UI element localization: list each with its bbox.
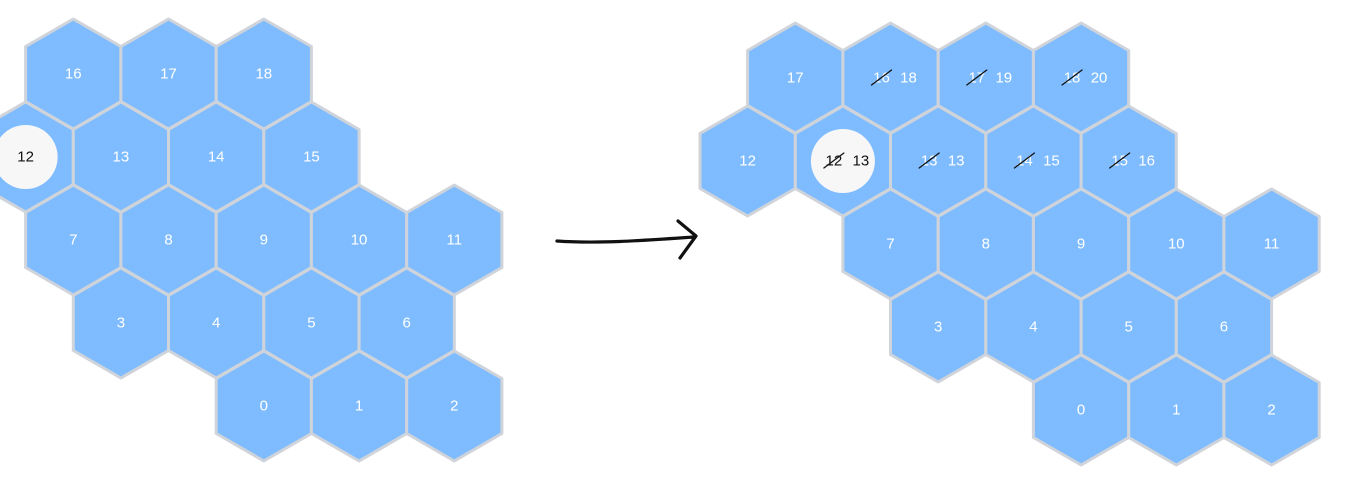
new-cell-label: 18: [900, 70, 917, 87]
cell-label: 2: [1267, 402, 1275, 419]
strikethrough-mark: [870, 69, 893, 86]
cell-label: 10: [1168, 236, 1185, 253]
selected-marker: [810, 129, 875, 193]
cell-label: 16: [65, 66, 82, 83]
cell-label: 18: [255, 66, 272, 83]
cell-label: 9: [1077, 236, 1085, 253]
new-cell-label: 13: [948, 153, 965, 170]
cell-label: 7: [886, 236, 894, 253]
hex-cell: 2: [1222, 353, 1321, 467]
hex-cell: 12: [0, 100, 75, 214]
cell-label: 11: [447, 232, 463, 249]
hex-tile: [405, 349, 504, 463]
hex-cell: 2: [405, 349, 504, 463]
strikethrough-mark: [1109, 152, 1131, 169]
strikethrough-mark: [918, 152, 940, 169]
cell-label: 5: [1125, 319, 1133, 336]
hex-grid-after: 1716181719182012121313131415151678910113…: [698, 21, 1321, 467]
cell-label: 12: [739, 153, 756, 170]
cell-label: 2: [450, 398, 458, 415]
hex-cell: 13: [71, 100, 170, 214]
right-arrow-icon: [555, 219, 698, 260]
cell-label: 6: [403, 315, 411, 332]
selected-marker: [0, 125, 58, 189]
cell-label: 4: [1029, 319, 1037, 336]
cell-label: 8: [164, 232, 172, 249]
cell-label: 3: [934, 319, 942, 336]
cell-label: 0: [1077, 402, 1085, 419]
cell-label: 5: [307, 315, 315, 332]
cell-label: 9: [260, 232, 268, 249]
new-cell-label: 15: [1043, 153, 1060, 170]
new-cell-label: 13: [853, 153, 870, 170]
cell-label: 4: [212, 315, 220, 332]
cell-label: 11: [1264, 236, 1280, 253]
cell-label: 0: [260, 398, 268, 415]
cell-label: 3: [117, 315, 125, 332]
cell-label: 14: [208, 149, 225, 166]
new-cell-label: 20: [1091, 70, 1108, 87]
cell-label: 8: [982, 236, 990, 253]
strikethrough-mark: [1061, 69, 1083, 86]
cell-label: 12: [17, 149, 34, 166]
strikethrough-mark: [823, 152, 845, 169]
cell-label: 17: [787, 70, 804, 87]
cell-label: 10: [351, 232, 368, 249]
new-cell-label: 19: [995, 70, 1012, 87]
cell-label: 7: [69, 232, 77, 249]
strikethrough-mark: [1013, 152, 1036, 169]
new-cell-label: 16: [1138, 153, 1155, 170]
strikethrough-mark: [966, 69, 988, 86]
cell-label: 1: [1172, 402, 1180, 419]
hex-tile: [1222, 353, 1321, 467]
cell-label: 17: [160, 66, 177, 83]
cell-label: 13: [113, 149, 130, 166]
cell-label: 6: [1220, 319, 1228, 336]
cell-label: 15: [303, 149, 320, 166]
cell-label: 1: [355, 398, 363, 415]
